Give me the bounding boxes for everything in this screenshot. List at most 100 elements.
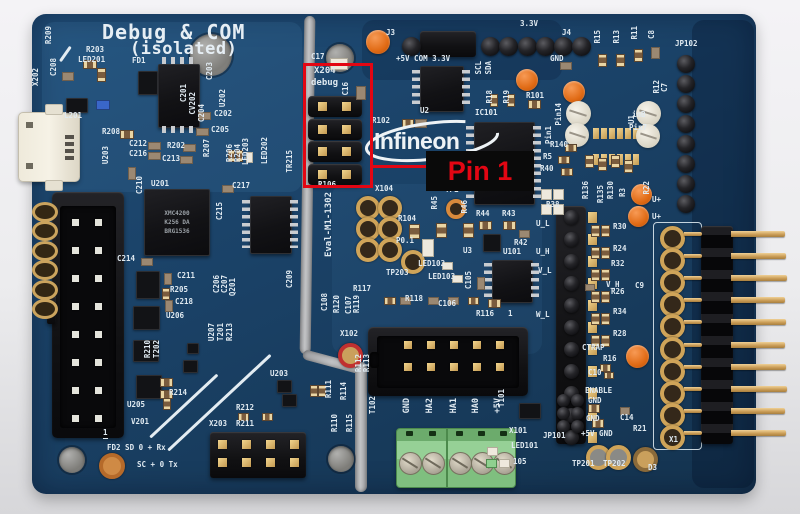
jp101-pin bbox=[570, 406, 584, 420]
silkscreen-label: C214 bbox=[117, 254, 136, 263]
smd-res bbox=[585, 155, 594, 168]
x102-cavity bbox=[377, 336, 519, 388]
silkscreen-label: LED103 bbox=[428, 272, 456, 281]
ic-pins bbox=[462, 70, 470, 106]
silkscreen-label: TP201 bbox=[572, 459, 595, 468]
smd-wht bbox=[541, 189, 552, 200]
d3-pad bbox=[632, 446, 658, 472]
x203-pin bbox=[289, 457, 299, 467]
terminal-divider bbox=[446, 429, 448, 487]
silkscreen-label: L201 bbox=[64, 111, 83, 120]
silkscreen-label: J4 bbox=[562, 28, 572, 37]
smd-res bbox=[601, 269, 610, 281]
x1-pin bbox=[731, 231, 785, 237]
footprint-pad bbox=[633, 154, 639, 165]
x1-pad bbox=[659, 424, 685, 450]
edge-pad bbox=[32, 240, 58, 261]
usb-detail bbox=[26, 163, 33, 169]
silkscreen-label: X1 bbox=[669, 435, 679, 444]
silkscreen-label: P0.1 bbox=[396, 236, 415, 245]
silkscreen-label: U3 bbox=[463, 246, 473, 255]
terminal-wire-slot bbox=[406, 431, 413, 436]
silkscreen-label: U+ bbox=[652, 212, 662, 221]
smd-res bbox=[565, 144, 577, 152]
ic-pins bbox=[242, 200, 250, 248]
jp102-pin bbox=[677, 175, 695, 193]
ic-xmc4200: XMC4200 K256 DA BRG1536 bbox=[144, 189, 210, 256]
smd-res bbox=[463, 223, 474, 238]
smd-res bbox=[488, 299, 501, 308]
silkscreen-label: R208 bbox=[102, 127, 121, 136]
x1-pin-inner bbox=[684, 365, 702, 369]
silkscreen-label: V_L bbox=[538, 266, 552, 275]
silkscreen-label: R5 bbox=[543, 152, 553, 161]
x102-pin bbox=[427, 363, 435, 371]
x204-pin bbox=[341, 147, 351, 156]
terminal-wire-slot bbox=[429, 431, 436, 436]
silkscreen-label: C105 bbox=[464, 271, 473, 290]
edge-pad bbox=[32, 221, 58, 242]
x102-pin bbox=[450, 341, 458, 349]
smd-cap bbox=[148, 142, 161, 150]
j4-pin bbox=[535, 36, 555, 56]
smd-res bbox=[588, 404, 600, 413]
pin1-label: Pin 1 bbox=[426, 151, 534, 191]
silkscreen-label: C202 bbox=[214, 109, 233, 118]
footprint-pad bbox=[593, 154, 599, 165]
silkscreen-label: U201 bbox=[151, 179, 170, 188]
x203-pin bbox=[241, 439, 251, 449]
silkscreen-label: R209 bbox=[44, 26, 53, 45]
silkscreen-label: SCL bbox=[474, 61, 483, 75]
x1-pad bbox=[659, 247, 685, 273]
silkscreen-label: JP101 bbox=[543, 431, 566, 440]
smd-res bbox=[624, 160, 633, 173]
x102-pin bbox=[473, 341, 481, 349]
ic-u2 bbox=[420, 66, 464, 112]
x204-pin bbox=[317, 147, 327, 156]
tp1-pad bbox=[446, 199, 466, 219]
silkscreen-label: C216 bbox=[129, 149, 148, 158]
annotation-line bbox=[371, 165, 429, 168]
footprint-pad bbox=[609, 128, 615, 139]
silkscreen-label: LED202 bbox=[260, 137, 269, 165]
jp102-pin bbox=[677, 75, 695, 93]
orange-capacitor bbox=[627, 205, 649, 227]
annotation-box bbox=[303, 63, 373, 188]
x204-pin bbox=[341, 124, 351, 134]
smd-dark bbox=[282, 394, 297, 407]
silkscreen-label: U206 bbox=[166, 311, 185, 320]
x1-pin bbox=[731, 408, 785, 414]
silkscreen-label: R102 bbox=[372, 116, 391, 125]
x1-pad bbox=[659, 291, 685, 317]
silkscreen-label: V201 bbox=[131, 417, 150, 426]
silkscreen-label: U_L bbox=[536, 219, 550, 228]
silkscreen-label: R116 bbox=[476, 309, 495, 318]
x203-pin bbox=[289, 439, 299, 449]
x1-pin bbox=[731, 430, 786, 436]
silkscreen-label: D3 bbox=[648, 463, 658, 472]
silkscreen-label: JP102 bbox=[675, 39, 698, 48]
silkscreen-label: +5V GND bbox=[581, 429, 613, 438]
j4-pin bbox=[517, 36, 537, 56]
smd-blu bbox=[96, 100, 110, 110]
smd-wht bbox=[553, 189, 564, 200]
smd-wht bbox=[452, 275, 463, 283]
smd-res bbox=[604, 372, 614, 379]
x1-pad bbox=[659, 358, 685, 384]
mounting-hole bbox=[59, 447, 85, 473]
silkscreen-label: C210 bbox=[135, 176, 144, 195]
silkscreen-label: LED203 bbox=[241, 138, 250, 166]
silkscreen-label: C211 bbox=[177, 271, 196, 280]
smd-res bbox=[611, 155, 620, 168]
smd-res bbox=[97, 68, 106, 82]
silkscreen-label: R11 bbox=[630, 26, 639, 40]
silkscreen-label: R15 bbox=[593, 30, 602, 44]
silkscreen-label: R18 bbox=[485, 90, 494, 104]
silkscreen-label: debug bbox=[311, 78, 339, 88]
jp101-pin bbox=[570, 393, 584, 407]
x1-pin bbox=[731, 386, 787, 392]
x201-pin bbox=[71, 274, 79, 282]
smd-dark bbox=[133, 340, 159, 362]
silkscreen-label: +5V COM 3.3V bbox=[396, 54, 451, 63]
